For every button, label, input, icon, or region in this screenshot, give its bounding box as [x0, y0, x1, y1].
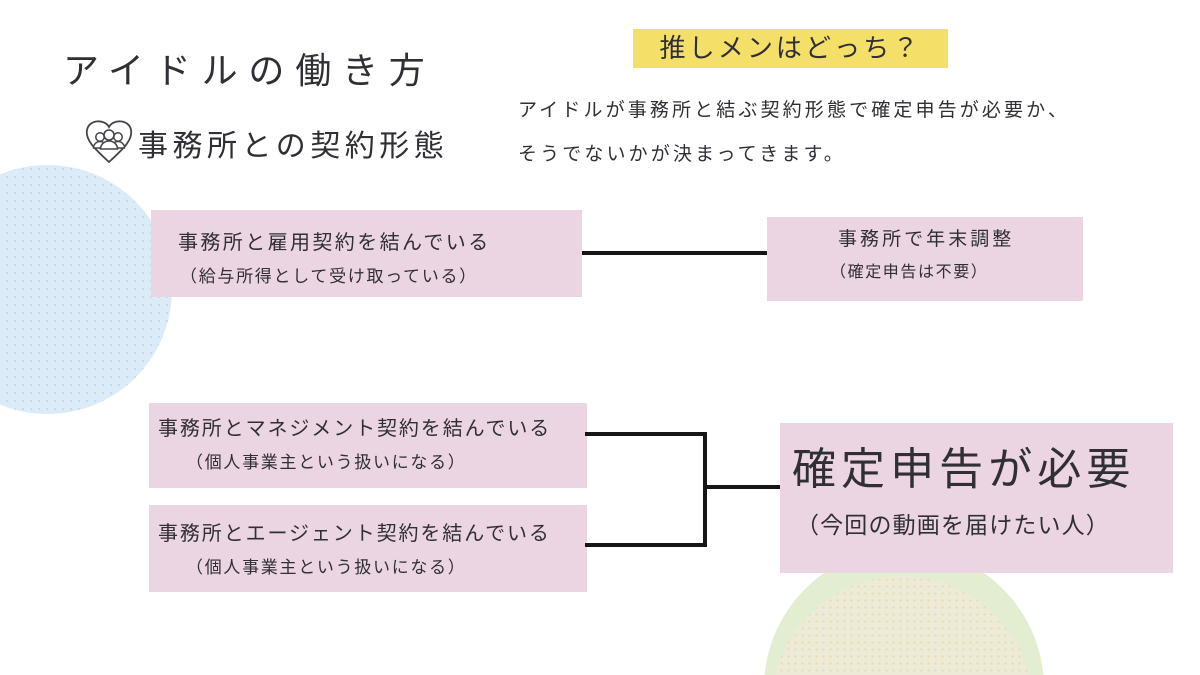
flow-box-note: （給与所得として受け取っている）: [180, 267, 478, 287]
flow-box-title: 事務所と雇用契約を結んでいる: [178, 230, 491, 254]
flow-box-note: （個人事業主という扱いになる）: [186, 558, 467, 578]
highlight-question: 推しメンはどっち？: [633, 29, 948, 68]
subtitle-row: 事務所との契約形態: [82, 116, 448, 170]
connector-bracket-vertical: [703, 432, 707, 547]
flow-box-title: 事務所とエージェント契約を結んでいる: [158, 521, 551, 545]
flow-box-title: 事務所で年末調整: [838, 228, 1015, 250]
flow-box-title: 事務所とマネジメント契約を結んでいる: [158, 416, 552, 440]
connector-bracket-to-result: [707, 485, 780, 489]
decor-circle-blue: [0, 165, 172, 414]
connector-management-branch: [585, 432, 707, 436]
flow-box-management-contract: 事務所とマネジメント契約を結んでいる （個人事業主という扱いになる）: [149, 403, 587, 488]
group-in-heart-icon: [82, 116, 136, 170]
flow-box-note: （個人事業主という扱いになる）: [186, 453, 467, 473]
page-title: アイドルの働き方: [63, 51, 436, 92]
page-subtitle: 事務所との契約形態: [138, 129, 449, 164]
flow-box-yearend-adjustment: 事務所で年末調整 （確定申告は不要）: [767, 217, 1083, 301]
flow-box-note: （今回の動画を届けたい人）: [796, 513, 1110, 539]
flow-box-tax-return-required: 確定申告が必要 （今回の動画を届けたい人）: [780, 423, 1173, 573]
connector-agent-branch: [585, 543, 707, 547]
flow-box-employment-contract: 事務所と雇用契約を結んでいる （給与所得として受け取っている）: [151, 210, 582, 297]
flow-box-agent-contract: 事務所とエージェント契約を結んでいる （個人事業主という扱いになる）: [149, 505, 587, 592]
flow-box-note: （確定申告は不要）: [830, 262, 989, 281]
flow-box-title: 確定申告が必要: [792, 444, 1136, 495]
intro-line-2: そうでないかが決まってきます。: [518, 143, 846, 165]
intro-line-1: アイドルが事務所と結ぶ契約形態で確定申告が必要か、: [518, 99, 1071, 121]
connector-employment-to-yearend: [582, 251, 767, 255]
